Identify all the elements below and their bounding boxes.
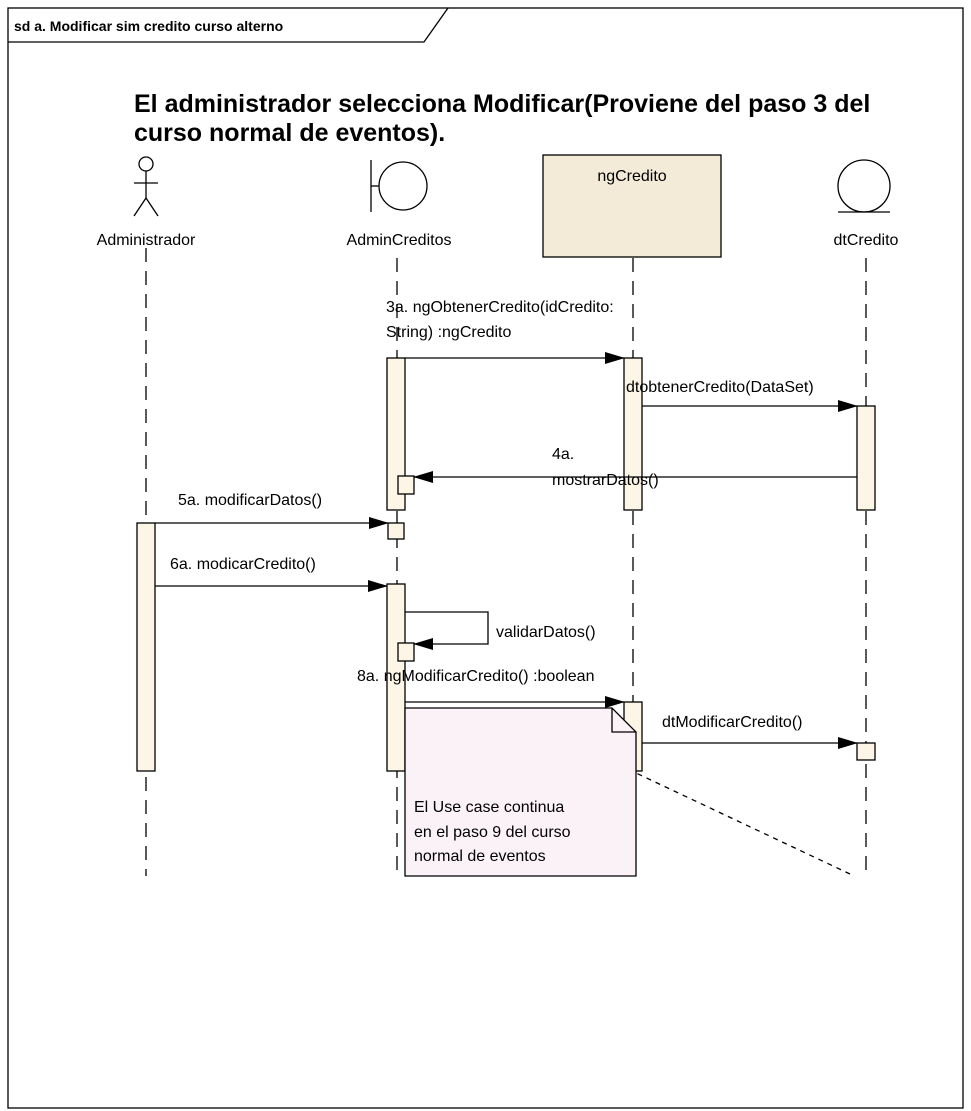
diagram-frame: [7, 7, 964, 1109]
message-label-3a-line2: String) :ngCredito: [386, 324, 511, 341]
activation-admincreditos-1: [386, 357, 406, 511]
actor-label-bg: [105, 228, 187, 248]
frame-title: sd a. Modificar sim credito curso altern…: [14, 18, 283, 34]
activation-dtcredito-1: [856, 405, 876, 511]
activation-modificar-datos: [387, 522, 405, 540]
message-label-4a-line2: mostrarDatos(): [552, 472, 659, 489]
message-label-5a: 5a. modificarDatos(): [178, 492, 322, 509]
note-connector: [635, 772, 851, 875]
message-label-dtmodificar: dtModificarCredito(): [662, 714, 802, 731]
note-fold: [611, 708, 636, 733]
note-line-1: El Use case continua: [414, 799, 564, 816]
heading-line-1: El administrador selecciona Modificar(Pr…: [134, 90, 870, 118]
entity-icon: [837, 159, 891, 213]
message-label-6a: 6a. modicarCredito(): [170, 556, 316, 573]
activation-validar-datos: [397, 642, 415, 662]
boundary-icon: [370, 160, 428, 212]
ngcredito-box: [542, 154, 722, 258]
note: [404, 707, 637, 877]
actor-icon: [133, 156, 159, 217]
message-label-8a: 8a. ngModificarCredito() :boolean: [357, 668, 594, 685]
note-line-3: normal de eventos: [414, 848, 546, 865]
activation-admincreditos-2: [386, 583, 406, 772]
message-arrow-validar: [405, 611, 489, 650]
activation-dt-modificar: [856, 742, 876, 761]
activation-administrador: [136, 522, 156, 772]
activation-return-4a: [397, 475, 415, 495]
lifeline-label-administrador: Administrador: [97, 232, 196, 249]
frame-title-tab: [8, 7, 449, 43]
lifeline-label-admincreditos: AdminCreditos: [347, 232, 452, 249]
activation-ngcredito-1: [623, 357, 643, 511]
message-label-dtobtener: dtobtenerCredito(DataSet): [626, 379, 814, 396]
lifeline-label-ngcredito: ngCredito: [597, 168, 666, 185]
message-label-validar: validarDatos(): [496, 624, 596, 641]
note-line-2: en el paso 9 del curso: [414, 824, 571, 841]
lifeline-label-dtcredito: dtCredito: [834, 232, 899, 249]
heading-line-2: curso normal de eventos).: [134, 119, 445, 147]
message-label-3a-line1: 3a. ngObtenerCredito(idCredito:: [386, 299, 614, 316]
message-label-4a-line1: 4a.: [552, 446, 574, 463]
